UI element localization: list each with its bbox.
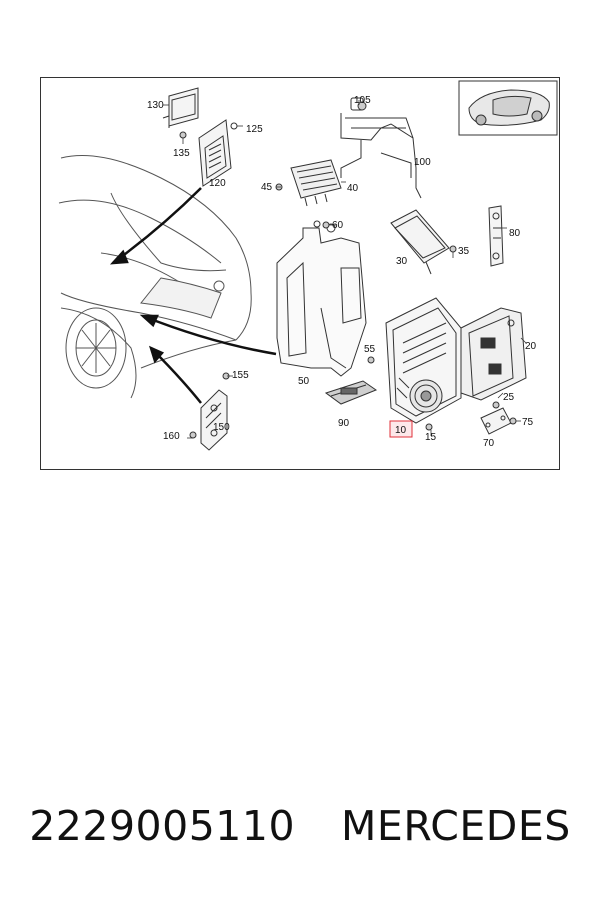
- part-120-icon: [198, 119, 238, 187]
- callout-155: 155: [232, 370, 249, 381]
- part-130-icon: [162, 87, 199, 128]
- part-50-icon: [276, 220, 367, 377]
- callout-75: 75: [522, 417, 534, 428]
- part-40-icon: [290, 159, 342, 207]
- callout-25: 25: [503, 392, 515, 403]
- car-rear-icon: [58, 155, 252, 399]
- callout-135: 135: [173, 148, 190, 159]
- part-150-icon: [200, 389, 228, 451]
- leader-lines: [163, 100, 527, 439]
- callout-labels: 130 135 125 120 105 100 45 40 60 30 35 8…: [147, 95, 537, 449]
- callout-20: 20: [525, 341, 537, 352]
- callout-105: 105: [354, 95, 371, 106]
- callout-150: 150: [213, 422, 230, 433]
- highlight-box: [389, 420, 413, 438]
- callout-35: 35: [458, 246, 470, 257]
- part-80-icon: [488, 205, 504, 267]
- product-caption: 2229005110 MERCEDES: [0, 802, 600, 862]
- callout-70: 70: [483, 438, 495, 449]
- callout-80: 80: [509, 228, 521, 239]
- part-70-icon: [480, 407, 512, 435]
- callout-40: 40: [347, 183, 359, 194]
- callout-10: 10: [395, 425, 407, 436]
- callout-60: 60: [332, 220, 344, 231]
- part-10-icon: [385, 297, 462, 424]
- callout-30: 30: [396, 256, 408, 267]
- callout-15: 15: [425, 432, 437, 443]
- callout-160: 160: [163, 431, 180, 442]
- callout-55: 55: [364, 344, 376, 355]
- part-20-icon: [460, 307, 527, 401]
- part-100-icon: [340, 97, 422, 199]
- callout-100: 100: [414, 157, 431, 168]
- car-thumbnail-icon: [458, 80, 558, 136]
- part-30-icon: [390, 209, 450, 275]
- callout-45: 45: [261, 182, 273, 193]
- brand-name: MERCEDES: [341, 802, 571, 850]
- callout-130: 130: [147, 100, 164, 111]
- parts-diagram: 130 135 125 120 105 100 45 40 60 30 35 8…: [58, 80, 558, 451]
- part-number: 2229005110: [29, 802, 296, 850]
- arrow-icon: [109, 187, 277, 404]
- callout-125: 125: [246, 124, 263, 135]
- parts-diagram-frame: 130 135 125 120 105 100 45 40 60 30 35 8…: [40, 77, 560, 470]
- callout-50: 50: [298, 376, 310, 387]
- callout-90: 90: [338, 418, 350, 429]
- part-90-icon: [324, 380, 378, 405]
- callout-120: 120: [209, 178, 226, 189]
